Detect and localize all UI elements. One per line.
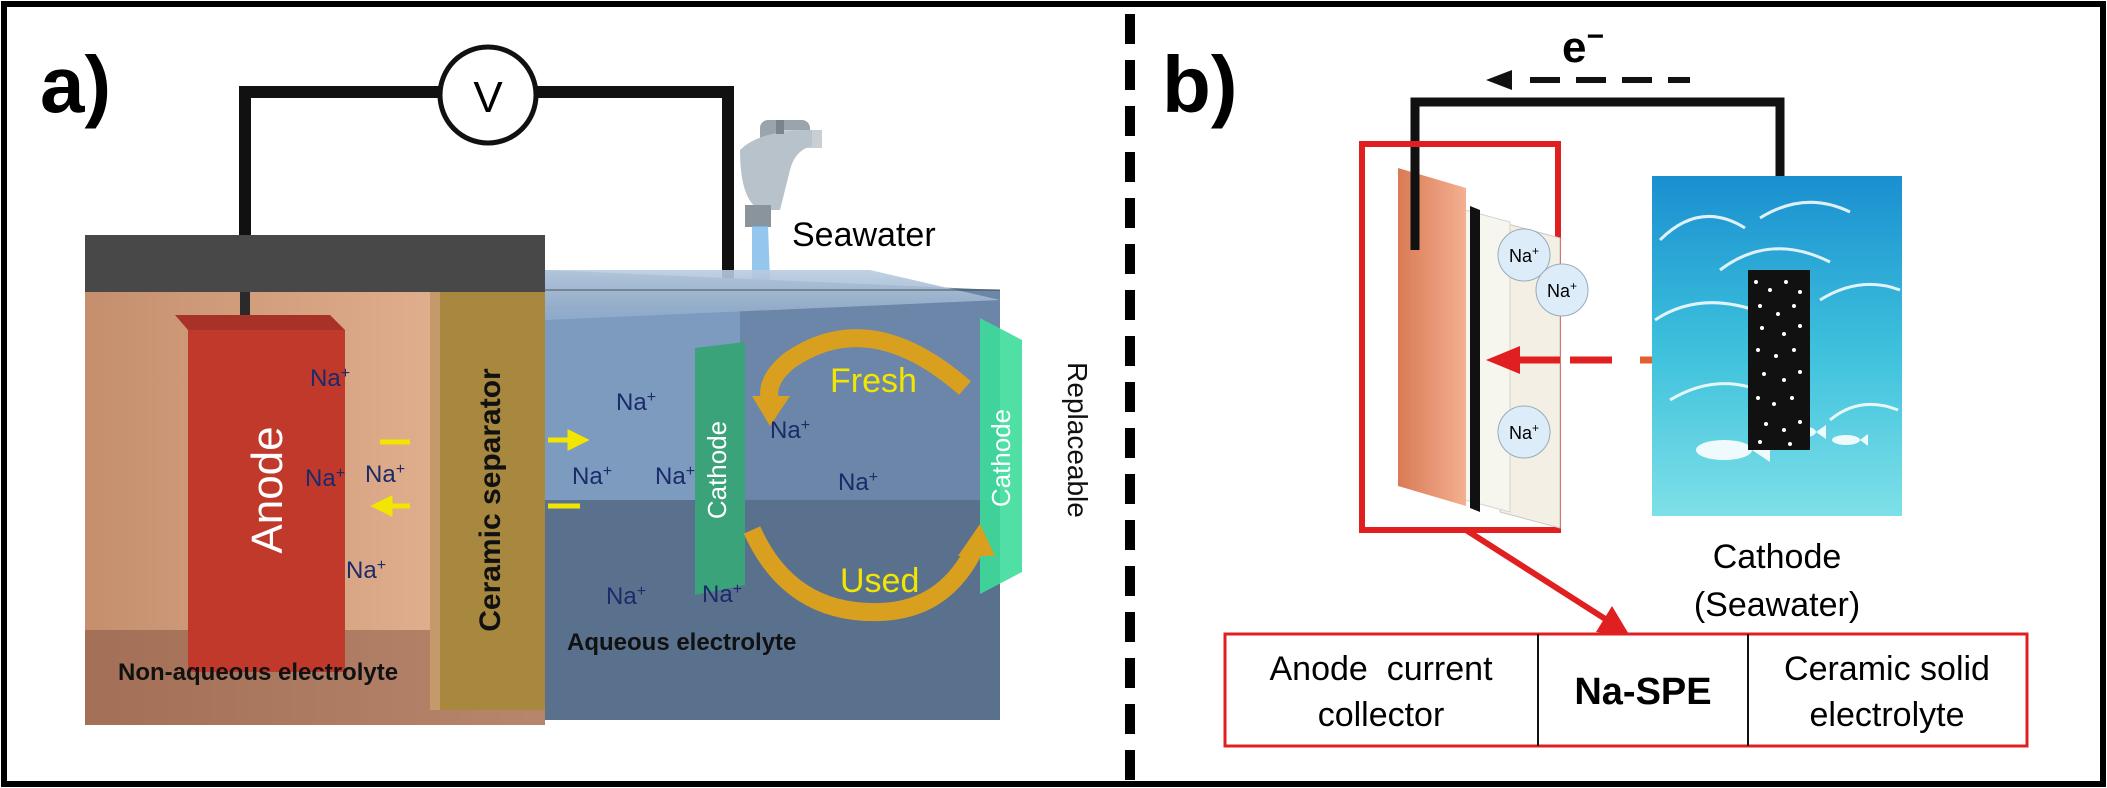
fresh-arrow — [760, 329, 971, 403]
cathode-seawater-label-line2: (Seawater) — [1694, 586, 1860, 624]
cathode-electrode — [695, 342, 745, 595]
ion-bubbles-b: Na+ Na+ Na+ — [1497, 228, 1589, 459]
panel-a-label: a) — [40, 40, 111, 129]
table-cell-anode-current-collector-line1: Anode current — [1269, 650, 1493, 688]
na-spe-layer — [1470, 206, 1480, 512]
cathode-rod — [1748, 270, 1810, 450]
electron-label: e− — [1562, 20, 1604, 73]
panel-b: b) e− Na+ Na+ Na+ — [1162, 20, 2029, 748]
used-arrow — [743, 526, 984, 622]
anode-electrode — [188, 330, 345, 672]
cathode-seawater-label-line1: Cathode — [1713, 538, 1842, 576]
faucet-icon — [740, 120, 822, 280]
replaceable-cathode-label: Cathode — [986, 409, 1016, 507]
ion-label: Na+ — [1509, 421, 1539, 443]
panel-b-label: b) — [1162, 40, 1238, 129]
ion-label: Na+ — [770, 417, 810, 445]
ceramic-separator-label: Ceramic separator — [474, 368, 507, 632]
anode-label: Anode — [243, 426, 292, 553]
layer-legend-table: Anode current collector Na-SPE Ceramic s… — [1223, 632, 2029, 748]
ion-label: Na+ — [655, 463, 695, 491]
non-aqueous-label: Non-aqueous electrolyte — [118, 659, 398, 686]
callout-arrow — [1464, 527, 1612, 625]
fresh-label: Fresh — [830, 362, 917, 400]
ion-label: Na+ — [1547, 279, 1577, 301]
ion-label: Na+ — [572, 463, 612, 491]
seawater-label: Seawater — [792, 216, 936, 254]
ion-label: Na+ — [606, 583, 646, 611]
ion-label: Na+ — [365, 461, 405, 489]
ion-bubble — [1497, 405, 1551, 459]
table-cell-ceramic-solid-electrolyte-line1: Ceramic solid — [1784, 650, 1990, 688]
replaceable-cathode — [980, 318, 1022, 594]
ion-label: Na+ — [305, 465, 345, 493]
ion-bubble — [1497, 228, 1551, 282]
anode-current-collector-layer — [1398, 168, 1466, 506]
ion-label: Na+ — [310, 365, 350, 393]
ion-label: Na+ — [346, 557, 386, 585]
voltmeter — [437, 44, 539, 146]
external-wire-right — [537, 86, 734, 300]
ceramic-separator — [440, 292, 545, 710]
ion-bubble — [1535, 263, 1589, 317]
replaceable-label: Replaceable — [1062, 362, 1093, 518]
panel-a: a) V Seawater Anode Ceramic sepa — [40, 40, 1093, 725]
table-cell-ceramic-solid-electrolyte-line2: electrolyte — [1810, 696, 1965, 734]
ion-flow-arrows — [370, 428, 590, 518]
wave-lines — [1654, 200, 1901, 422]
table-cell-anode-current-collector-line2: collector — [1318, 696, 1445, 734]
ion-label: Na+ — [616, 389, 656, 417]
ion-labels-a: Na+ Na+ Na+ Na+ Na+ Na+ Na+ Na+ Na+ Na+ … — [305, 365, 878, 611]
cathode-label: Cathode — [702, 421, 732, 519]
used-label: Used — [840, 562, 919, 600]
voltmeter-label: V — [473, 73, 503, 122]
aqueous-label: Aqueous electrolyte — [567, 629, 796, 656]
ion-label: Na+ — [1509, 244, 1539, 266]
table-cell-na-spe: Na-SPE — [1574, 671, 1711, 713]
external-wire-left — [239, 86, 440, 262]
ion-label: Na+ — [838, 469, 878, 497]
ion-label: Na+ — [702, 581, 742, 609]
